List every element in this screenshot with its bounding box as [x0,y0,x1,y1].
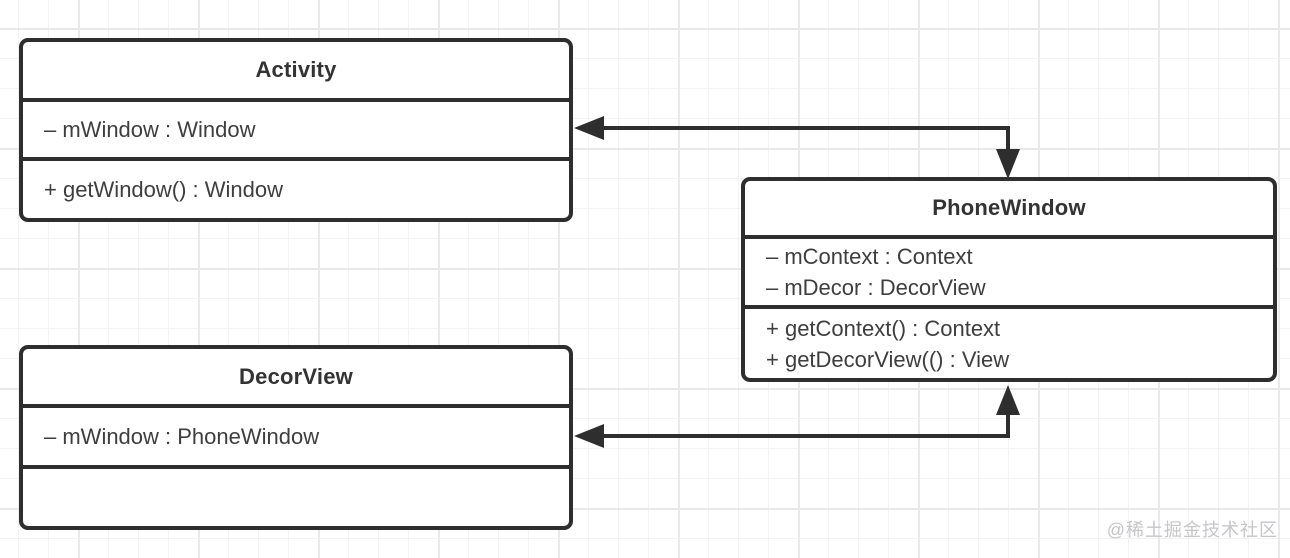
arrow-phonewindow-activity [574,116,1020,179]
method-line: + getWindow() : Window [44,177,284,202]
class-methods-activity: + getWindow() : Window [23,157,569,218]
class-methods-decorview [23,465,569,526]
arrow-phonewindow-decorview [574,385,1020,448]
watermark: @稀土掘金技术社区 [1106,520,1278,540]
method-line: + getDecorView(() : View [766,346,1010,372]
class-box-activity: Activity – mWindow : Window + getWindow(… [19,38,573,222]
class-title-decorview: DecorView [239,363,353,389]
attribute-line: – mWindow : Window [44,117,256,142]
arrowhead-left-activity [574,116,604,140]
class-box-decorview: DecorView – mWindow : PhoneWindow [19,345,573,530]
arrowhead-left-decorview [574,424,604,448]
class-title-phonewindow: PhoneWindow [932,195,1086,220]
class-title-activity: Activity [255,57,337,82]
class-attributes-decorview: – mWindow : PhoneWindow [23,404,569,465]
class-attributes-phonewindow: – mContext : Context – mDecor : DecorVie… [745,235,1273,305]
class-methods-phonewindow: + getContext() : Context + getDecorView(… [745,305,1273,378]
arrowhead-down-phonewindow [996,149,1020,179]
attribute-line: – mDecor : DecorView [766,275,986,300]
attribute-line: – mContext : Context [766,244,973,269]
method-line: + getContext() : Context [766,315,1001,341]
class-box-phonewindow: PhoneWindow – mContext : Context – mDeco… [741,177,1277,382]
attribute-line: – mWindow : PhoneWindow [44,424,320,449]
arrowhead-up-phonewindow [996,385,1020,415]
class-attributes-activity: – mWindow : Window [23,98,569,157]
